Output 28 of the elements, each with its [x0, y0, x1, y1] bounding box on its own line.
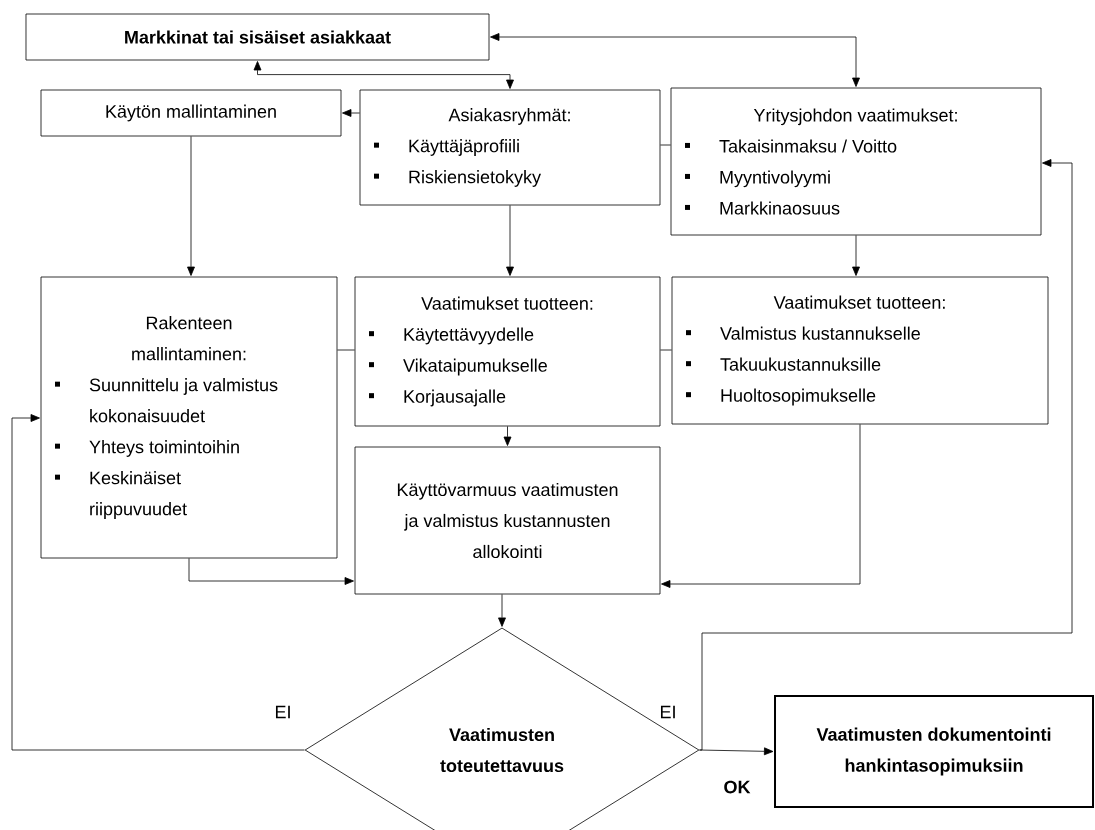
process-box: Yritysjohdon vaatimukset: Takaisinmaksu / Voitto Myyntivolyymi Markkinaosuus — [670, 87, 1042, 236]
arrow — [490, 33, 860, 87]
process-box: Markkinat tai sisäiset asiakkaat — [25, 13, 490, 61]
connector-line — [660, 349, 672, 351]
arrow — [852, 235, 860, 276]
process-box: Käytön mallintaminen — [40, 89, 342, 137]
arrow — [253, 61, 514, 89]
arrow — [503, 426, 512, 446]
arrow — [188, 558, 354, 585]
edge-label: OK — [722, 779, 752, 795]
connector-line — [660, 144, 671, 146]
connector-line — [337, 349, 355, 351]
arrow — [498, 594, 506, 627]
arrow — [506, 205, 514, 276]
arrow — [342, 109, 360, 117]
process-box: Käyttövarmuus vaatimusten ja valmistus kustannusten allokointi — [354, 446, 661, 595]
process-box: Rakenteen mallintaminen: Suunnittelu ja valmistus kokonaisuudet Yhteys toimintoihin Keskinäiset riippuvuudet — [40, 276, 338, 559]
process-box: Vaatimukset tuotteen: Valmistus kustannukselle Takuukustannuksille Huoltosopimukselle — [671, 276, 1049, 425]
arrow — [661, 424, 861, 588]
arrow — [11, 414, 305, 751]
result-box: Vaatimusten dokumentointi hankintasopimuksiin — [774, 695, 1094, 808]
process-box: Vaatimukset tuotteen: Käytettävyydelle Vikataipumukselle Korjausajalle — [354, 276, 661, 427]
process-box: Asiakasryhmät: Käyttäjäprofiili Riskiensietokyky — [359, 89, 661, 206]
edge-label: EI — [273, 704, 293, 720]
arrow — [187, 136, 195, 276]
arrow — [699, 747, 774, 756]
arrow — [699, 159, 1073, 751]
edge-label: EI — [658, 704, 678, 720]
